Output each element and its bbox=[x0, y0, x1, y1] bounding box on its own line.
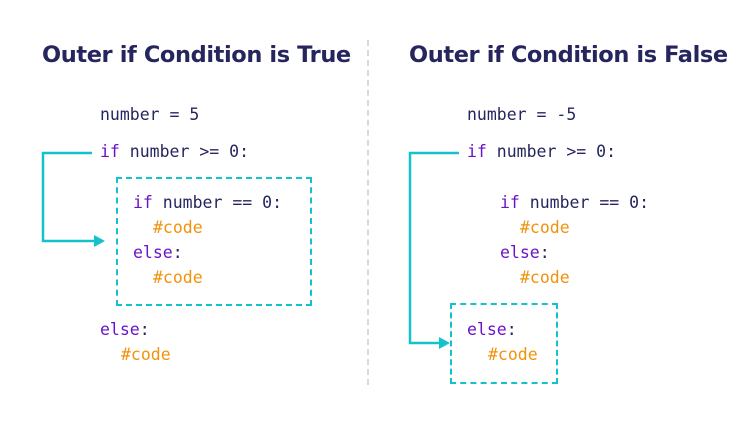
left-outer-if-line: if number >= 0: bbox=[100, 142, 250, 161]
left-inner-if-code-comment: #code bbox=[153, 218, 203, 237]
left-outer-else-line: else: bbox=[100, 320, 150, 339]
left-assign-line: number = 5 bbox=[100, 105, 200, 124]
right-assign-line: number = -5 bbox=[467, 105, 577, 124]
left-inner-else-line: else: bbox=[133, 243, 183, 262]
keyword-if: if bbox=[500, 193, 520, 212]
keyword-else: else bbox=[500, 243, 540, 262]
left-inner-if-line: if number == 0: bbox=[133, 193, 283, 212]
right-arrowhead bbox=[439, 337, 450, 349]
right-inner-else-code-comment: #code bbox=[520, 268, 570, 287]
right-panel-title: Outer if Condition is False bbox=[409, 42, 728, 68]
right-inner-else-line: else: bbox=[500, 243, 550, 262]
left-outer-else-code-comment: #code bbox=[121, 345, 171, 364]
right-outer-else-line: else: bbox=[467, 320, 517, 339]
right-outer-if-line: if number >= 0: bbox=[467, 142, 617, 161]
panel-divider bbox=[367, 40, 369, 385]
left-panel-title: Outer if Condition is True bbox=[42, 42, 351, 68]
right-outer-else-code-comment: #code bbox=[488, 345, 538, 364]
keyword-else: else bbox=[467, 320, 507, 339]
right-flow-arrow bbox=[408, 151, 459, 345]
keyword-if: if bbox=[100, 142, 120, 161]
keyword-else: else bbox=[133, 243, 173, 262]
keyword-if: if bbox=[133, 193, 153, 212]
left-inner-else-code-comment: #code bbox=[153, 268, 203, 287]
left-arrowhead bbox=[94, 235, 105, 247]
right-inner-if-line: if number == 0: bbox=[500, 193, 650, 212]
left-flow-arrow bbox=[41, 151, 96, 243]
keyword-if: if bbox=[467, 142, 487, 161]
right-executed-block-highlight bbox=[450, 303, 558, 384]
left-executed-block-highlight bbox=[116, 177, 312, 306]
right-inner-if-code-comment: #code bbox=[520, 218, 570, 237]
keyword-else: else bbox=[100, 320, 140, 339]
